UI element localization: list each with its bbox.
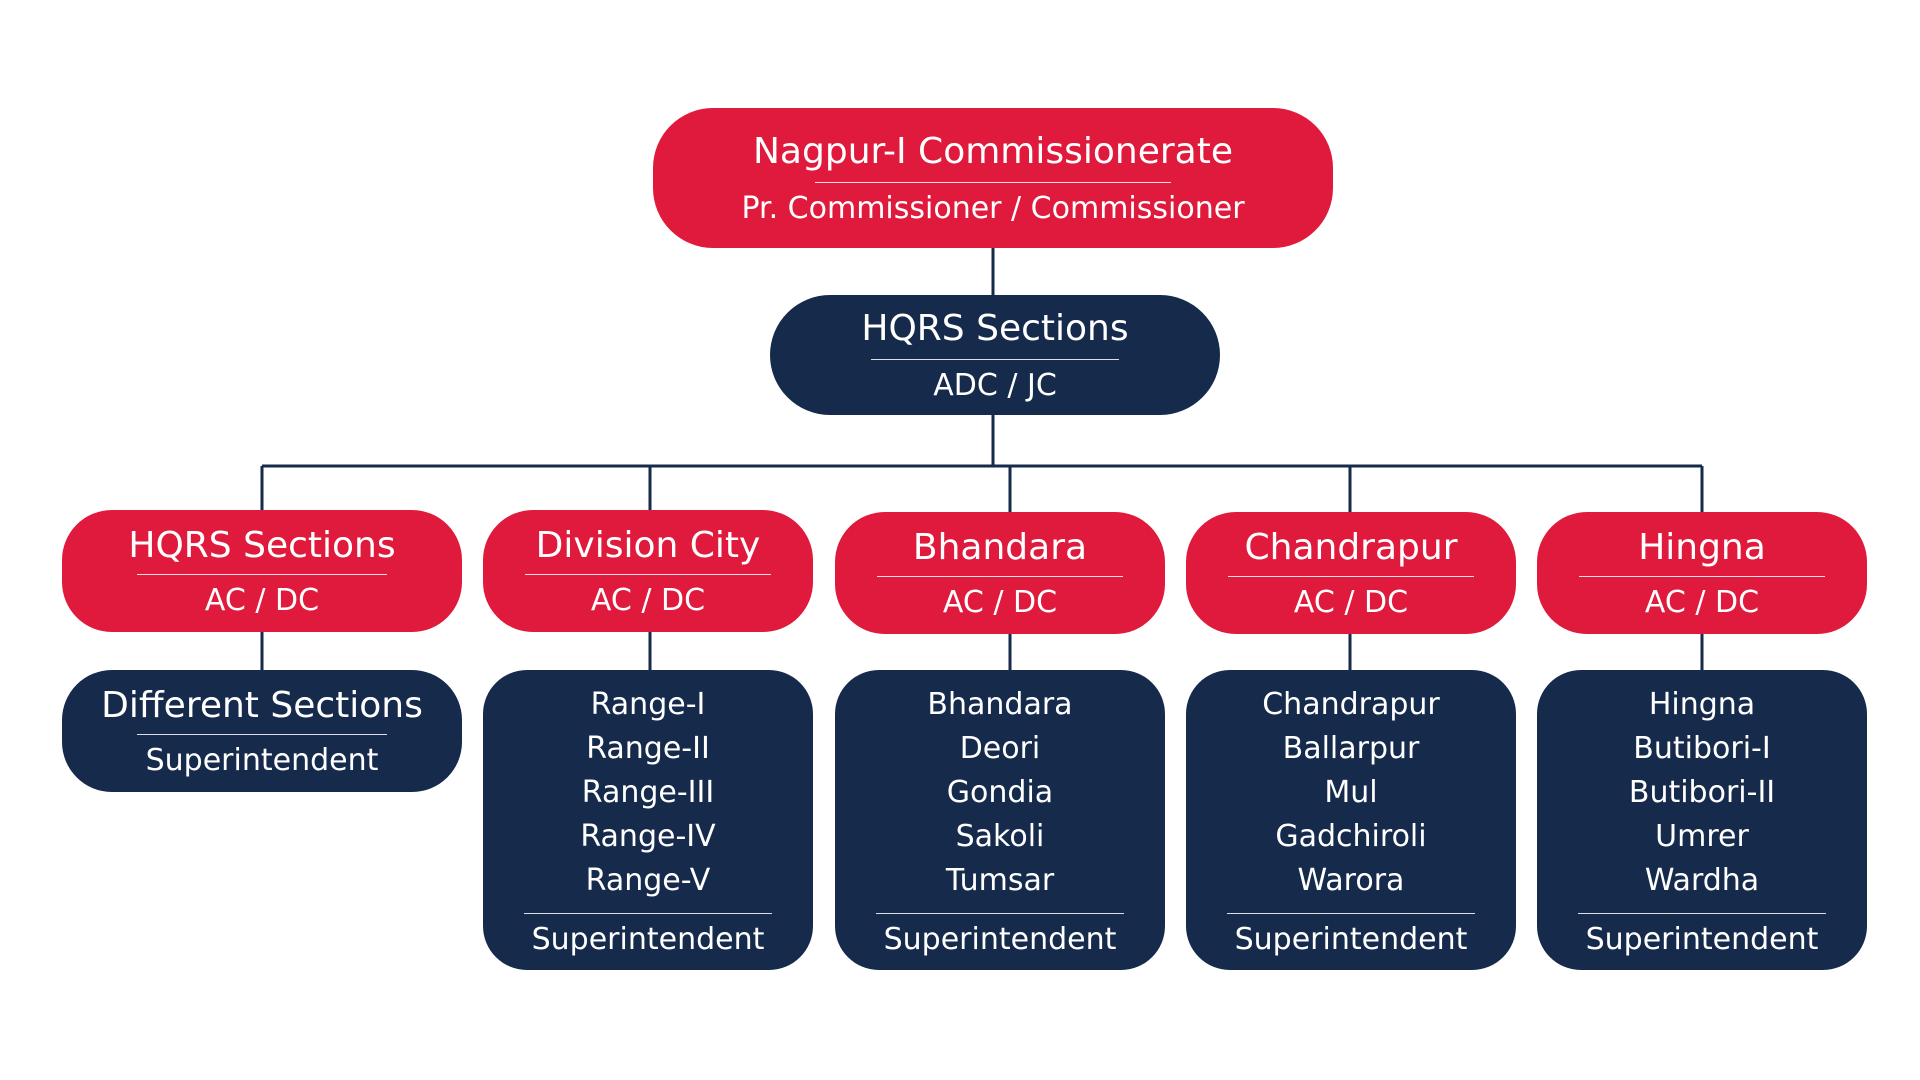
child-divider [524,913,772,914]
branch-subtitle: AC / DC [942,584,1058,620]
list-item: Gondia [946,775,1054,810]
list-item: Range-IV [580,819,716,854]
child-node-chandrapur: Chandrapur Ballarpur Mul Gadchiroli Waro… [1186,670,1516,970]
hq-node: HQRS Sections ADC / JC [770,295,1220,415]
list-item: Sakoli [955,819,1045,854]
list-item: Hingna [1648,687,1756,722]
list-item: Butibori-II [1628,775,1776,810]
list-item: Warora [1297,863,1405,898]
branch-subtitle: AC / DC [590,582,706,618]
branch-subtitle: AC / DC [1644,584,1760,620]
child-divider [876,913,1124,914]
list-item: Range-III [581,775,715,810]
branch-title: HQRS Sections [128,524,396,566]
list-item: Range-V [585,863,711,898]
child-divider [1578,913,1826,914]
child-divider [1227,913,1475,914]
child-items: Chandrapur Ballarpur Mul Gadchiroli Waro… [1262,683,1440,903]
branch-title: Chandrapur [1244,526,1458,568]
child-node-division-city: Range-I Range-II Range-III Range-IV Rang… [483,670,813,970]
list-item: Deori [959,731,1041,766]
branch-subtitle: AC / DC [1293,584,1409,620]
child-footer: Superintendent [145,742,379,778]
list-item: Mul [1324,775,1378,810]
child-items: Hingna Butibori-I Butibori-II Umrer Ward… [1629,683,1775,903]
branch-node-division-city: Division City AC / DC [483,510,813,632]
list-item: Gadchiroli [1275,819,1427,854]
list-item: Bhandara [927,687,1073,722]
list-item: Wardha [1644,863,1760,898]
child-items: Range-I Range-II Range-III Range-IV Rang… [580,683,715,903]
list-item: Range-I [590,687,706,722]
hq-title: HQRS Sections [861,307,1129,349]
branch-node-bhandara: Bhandara AC / DC [835,512,1165,634]
child-node-hingna: Hingna Butibori-I Butibori-II Umrer Ward… [1537,670,1867,970]
branch-node-chandrapur: Chandrapur AC / DC [1186,512,1516,634]
child-footer: Superintendent [883,922,1117,957]
branch-divider [1228,575,1474,577]
root-node: Nagpur-I Commissionerate Pr. Commissione… [653,108,1333,248]
branch-divider [877,575,1123,577]
hq-divider [871,358,1119,360]
list-item: Range-II [586,731,710,766]
child-divider [137,733,387,735]
root-subtitle: Pr. Commissioner / Commissioner [741,190,1245,226]
branch-divider [525,573,771,575]
child-node-different-sections: Different Sections Superintendent [62,670,462,792]
child-footer: Superintendent [531,922,765,957]
branch-node-hqrs-sections: HQRS Sections AC / DC [62,510,462,632]
branch-title: Hingna [1638,526,1766,568]
child-node-bhandara: Bhandara Deori Gondia Sakoli Tumsar Supe… [835,670,1165,970]
branch-title: Division City [535,524,761,566]
branch-node-hingna: Hingna AC / DC [1537,512,1867,634]
branch-divider [1579,575,1825,577]
child-footer: Superintendent [1585,922,1819,957]
list-item: Chandrapur [1262,687,1440,722]
child-items: Bhandara Deori Gondia Sakoli Tumsar [927,683,1072,903]
branch-subtitle: AC / DC [204,582,320,618]
list-item: Ballarpur [1282,731,1420,766]
root-title: Nagpur-I Commissionerate [753,130,1233,172]
root-divider [815,181,1171,183]
hq-subtitle: ADC / JC [933,367,1057,403]
branch-divider [137,573,387,575]
list-item: Umrer [1655,819,1749,854]
branch-title: Bhandara [912,526,1088,568]
list-item: Tumsar [945,863,1055,898]
child-title: Different Sections [101,684,423,726]
child-footer: Superintendent [1234,922,1468,957]
list-item: Butibori-I [1633,731,1771,766]
